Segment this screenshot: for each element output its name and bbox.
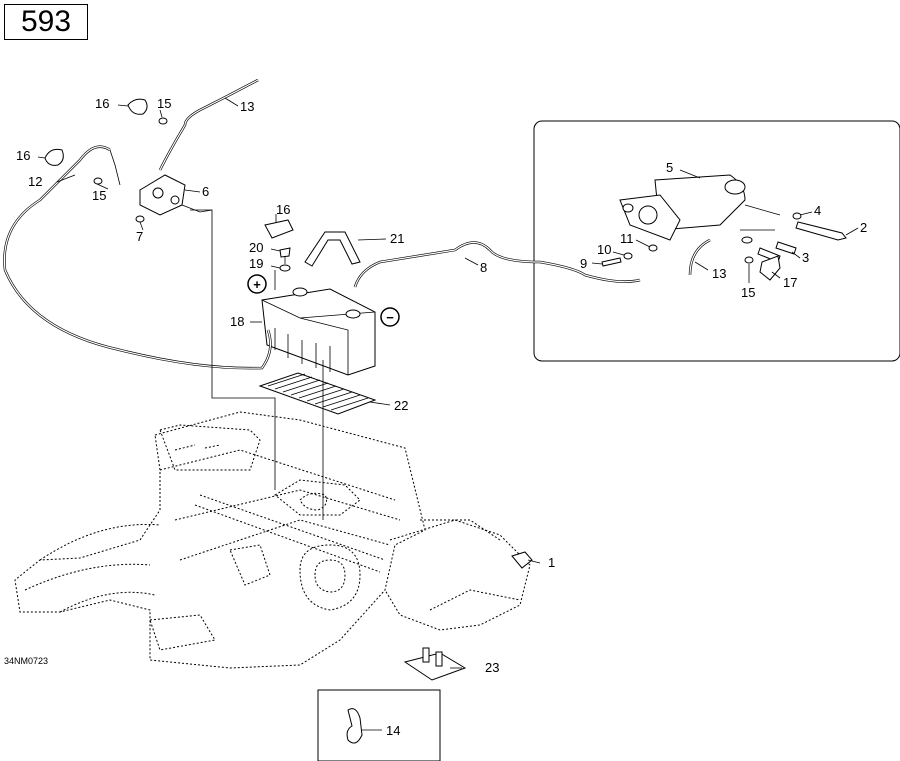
callout-labels: 1 2 3 4 5 6 7 8 9 10 11 12 13 13 14 15 1… bbox=[16, 96, 867, 738]
starter-motor bbox=[619, 174, 746, 241]
callout-16-top: 16 bbox=[95, 96, 109, 111]
screw-9 bbox=[601, 257, 622, 267]
drawing-reference-code: 34NM0723 bbox=[4, 656, 49, 666]
bolt-3b bbox=[775, 241, 797, 255]
callout-7: 7 bbox=[136, 229, 143, 244]
screw-7 bbox=[135, 215, 145, 223]
solenoid bbox=[139, 174, 213, 216]
negative-symbol-text: − bbox=[386, 310, 394, 325]
nut-11 bbox=[648, 244, 658, 252]
bolt-2 bbox=[795, 221, 847, 241]
chassis-frame bbox=[14, 411, 531, 669]
battery-screw bbox=[279, 247, 291, 264]
battery bbox=[261, 287, 376, 376]
cable-clamp bbox=[346, 708, 363, 744]
callout-3: 3 bbox=[802, 250, 809, 265]
nut-15-inset bbox=[744, 256, 754, 264]
callout-10: 10 bbox=[597, 242, 611, 257]
callout-19: 19 bbox=[249, 256, 263, 271]
callout-17: 17 bbox=[783, 275, 797, 290]
callout-6: 6 bbox=[202, 184, 209, 199]
washer-10 bbox=[623, 252, 633, 260]
rubber-pad-23 bbox=[403, 647, 467, 681]
callout-20: 20 bbox=[249, 240, 263, 255]
solenoid-cable bbox=[158, 78, 259, 171]
callout-15-inset: 15 bbox=[741, 285, 755, 300]
terminal-boot-left bbox=[44, 148, 64, 166]
nut-15-left bbox=[93, 177, 103, 185]
washer-4 bbox=[792, 212, 802, 220]
callout-18: 18 bbox=[230, 314, 244, 329]
battery-nut bbox=[279, 264, 291, 272]
terminal-boot-17 bbox=[759, 255, 781, 281]
callout-14: 14 bbox=[386, 723, 400, 738]
positive-terminal-symbol bbox=[247, 274, 267, 294]
page-number-box: 593 bbox=[4, 4, 88, 40]
callout-13-inset: 13 bbox=[712, 266, 726, 281]
clamp-inset-frame bbox=[317, 689, 441, 761]
callout-23: 23 bbox=[485, 660, 499, 675]
callout-12: 12 bbox=[28, 174, 42, 189]
terminal-boot-top bbox=[127, 98, 148, 115]
negative-terminal-symbol bbox=[380, 307, 400, 327]
page-number: 593 bbox=[20, 5, 72, 38]
battery-pad bbox=[258, 372, 377, 415]
callout-1: 1 bbox=[548, 555, 555, 570]
callout-4: 4 bbox=[814, 203, 821, 218]
callout-16-left: 16 bbox=[16, 148, 30, 163]
terminal-cover bbox=[264, 219, 294, 239]
positive-cable bbox=[3, 145, 272, 370]
positive-symbol-text: + bbox=[253, 277, 261, 292]
callout-8: 8 bbox=[480, 260, 487, 275]
battery-strap bbox=[304, 231, 361, 267]
leader-lines bbox=[37, 97, 859, 731]
callout-16-middle: 16 bbox=[276, 202, 290, 217]
washer-3a bbox=[741, 236, 753, 244]
callout-15-top: 15 bbox=[157, 96, 171, 111]
callout-15-left: 15 bbox=[92, 188, 106, 203]
callout-13-top: 13 bbox=[240, 99, 254, 114]
clip-1 bbox=[511, 551, 533, 569]
callout-21: 21 bbox=[390, 231, 404, 246]
callout-9: 9 bbox=[580, 256, 587, 271]
nut-15-top bbox=[158, 117, 168, 125]
callout-5: 5 bbox=[666, 160, 673, 175]
callout-22: 22 bbox=[394, 398, 408, 413]
starter-inset-frame bbox=[533, 120, 900, 362]
callout-2: 2 bbox=[860, 220, 867, 235]
callout-11: 11 bbox=[620, 231, 634, 246]
